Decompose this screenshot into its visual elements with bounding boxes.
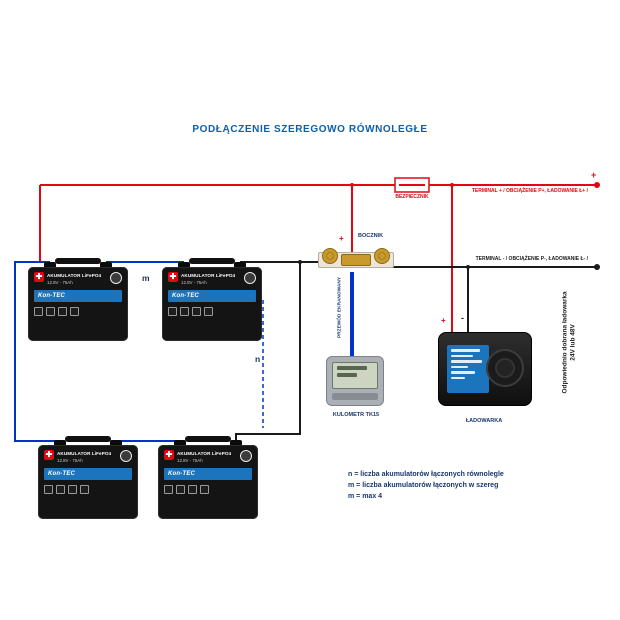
legend-notes: n = liczba akumulatorów łączonych równol… <box>348 470 504 503</box>
charger-note-line1: Odpowiednio dobrana ładowarka <box>561 291 569 394</box>
battery-cert-icons <box>168 306 256 316</box>
wire-parallel-link-left <box>14 261 60 442</box>
terminal-plus-dot <box>594 182 600 188</box>
page-title: PODŁĄCZENIE SZEREGOWO RÓWNOLEGŁE <box>192 124 428 135</box>
battery-badge-icon <box>110 272 122 284</box>
terminal-plus-label: TERMINAL + / OBCIĄŻENIE P+, ŁADOWANIE Ł+… <box>471 188 588 194</box>
battery-name: AKUMULATOR LiFePO4 <box>177 451 232 456</box>
battery-terminal-positive <box>54 440 66 447</box>
battery-cert-icons <box>44 484 132 494</box>
terminal-minus-dot <box>594 264 600 270</box>
charger <box>438 332 532 406</box>
battery-body: AKUMULATOR LiFePO4 12.8V - 75Ah Kon-TEC <box>158 445 258 519</box>
junction-dot <box>350 183 354 187</box>
parallel-count-label: n <box>255 354 261 364</box>
junction-dot <box>298 260 302 264</box>
shunt-bolt-icon <box>322 248 338 264</box>
battery-4: AKUMULATOR LiFePO4 12.8V - 75Ah Kon-TEC <box>158 436 258 520</box>
battery-spec: 12.8V - 75Ah <box>181 279 207 285</box>
lcd-text-line <box>337 366 367 370</box>
medical-cross-icon <box>34 272 44 282</box>
plus-sign: + <box>441 316 446 325</box>
plus-sign: + <box>339 234 344 243</box>
medical-cross-icon <box>168 272 178 282</box>
battery-body: AKUMULATOR LiFePO4 12.8V - 75Ah Kon-TEC <box>162 267 262 341</box>
battery-body: AKUMULATOR LiFePO4 12.8V - 75Ah Kon-TEC <box>28 267 128 341</box>
battery-brand: Kon-TEC <box>38 292 66 299</box>
battery-brand: Kon-TEC <box>168 470 196 477</box>
battery-spec: 12.8V - 75Ah <box>177 457 203 463</box>
battery-handle <box>65 436 111 442</box>
charger-note-line2: 24V lub 48V <box>570 324 577 361</box>
legend-line-m: m = liczba akumulatorów łączonych w szer… <box>348 481 499 489</box>
junction-dot <box>466 265 470 269</box>
battery-terminal-negative <box>110 440 122 447</box>
shunt <box>318 244 394 274</box>
charger-side-note: Odpowiednio dobrana ładowarka 24V lub 48… <box>562 277 579 407</box>
medical-cross-icon <box>44 450 54 460</box>
shunt-bar <box>341 254 371 266</box>
meter-button-bar <box>332 393 378 400</box>
battery-name: AKUMULATOR LiFePO4 <box>57 451 112 456</box>
battery-spec: 12.8V - 75Ah <box>57 457 83 463</box>
battery-terminal-positive <box>178 262 190 269</box>
battery-terminal-positive <box>174 440 186 447</box>
battery-badge-icon <box>120 450 132 462</box>
battery-terminal-negative <box>100 262 112 269</box>
charger-fan-icon <box>486 349 524 387</box>
junction-dot <box>450 183 454 187</box>
battery-name: AKUMULATOR LiFePO4 <box>181 273 236 278</box>
battery-2: AKUMULATOR LiFePO4 12.8V - 75Ah Kon-TEC <box>162 258 262 342</box>
fuse-label: BEZPIECZNIK <box>395 194 429 200</box>
battery-brand-stripe: Kon-TEC <box>34 289 122 302</box>
shunt-bolt-icon <box>374 248 390 264</box>
plus-sign: + <box>591 170 597 180</box>
charger-label: ŁADOWARKA <box>465 418 503 424</box>
battery-name: AKUMULATOR LiFePO4 <box>47 273 102 278</box>
battery-brand: Kon-TEC <box>172 292 200 299</box>
wire-negative-parallel-link <box>235 262 301 441</box>
battery-brand-stripe: Kon-TEC <box>168 289 256 302</box>
battery-brand-stripe: Kon-TEC <box>44 467 132 480</box>
battery-body: AKUMULATOR LiFePO4 12.8V - 75Ah Kon-TEC <box>38 445 138 519</box>
battery-terminal-negative <box>234 262 246 269</box>
battery-badge-icon <box>240 450 252 462</box>
legend-line-n: n = liczba akumulatorów łączonych równol… <box>348 471 504 478</box>
shielded-cable-label: PRZEWÓD EKRANOWANY <box>337 276 343 339</box>
terminal-minus-label: TERMINAL - / OBCIĄŻENIE P-, ŁADOWANIE Ł-… <box>475 256 588 262</box>
shunt-label: BOCZNIK <box>358 233 384 239</box>
battery-handle <box>189 258 235 264</box>
battery-1: AKUMULATOR LiFePO4 12.8V - 75Ah Kon-TEC <box>28 258 128 342</box>
medical-cross-icon <box>164 450 174 460</box>
minus-sign: - <box>461 313 464 323</box>
battery-handle <box>55 258 101 264</box>
coulomb-meter <box>326 356 384 406</box>
series-count-label: m <box>142 273 150 283</box>
battery-terminal-negative <box>230 440 242 447</box>
battery-cert-icons <box>164 484 252 494</box>
battery-badge-icon <box>244 272 256 284</box>
battery-brand-stripe: Kon-TEC <box>164 467 252 480</box>
lcd-text-line <box>337 373 357 377</box>
coulomb-meter-label: KULOMETR TK15 <box>332 412 380 418</box>
legend-line-max: m = max 4 <box>348 492 383 500</box>
wire-positive-to-battery-1 <box>39 185 48 263</box>
battery-terminal-positive <box>44 262 56 269</box>
battery-cert-icons <box>34 306 122 316</box>
battery-spec: 12.8V - 75Ah <box>47 279 73 285</box>
charger-sticker <box>447 345 489 393</box>
battery-handle <box>185 436 231 442</box>
battery-brand: Kon-TEC <box>48 470 76 477</box>
battery-3: AKUMULATOR LiFePO4 12.8V - 75Ah Kon-TEC <box>38 436 138 520</box>
meter-lcd-screen <box>332 362 378 389</box>
